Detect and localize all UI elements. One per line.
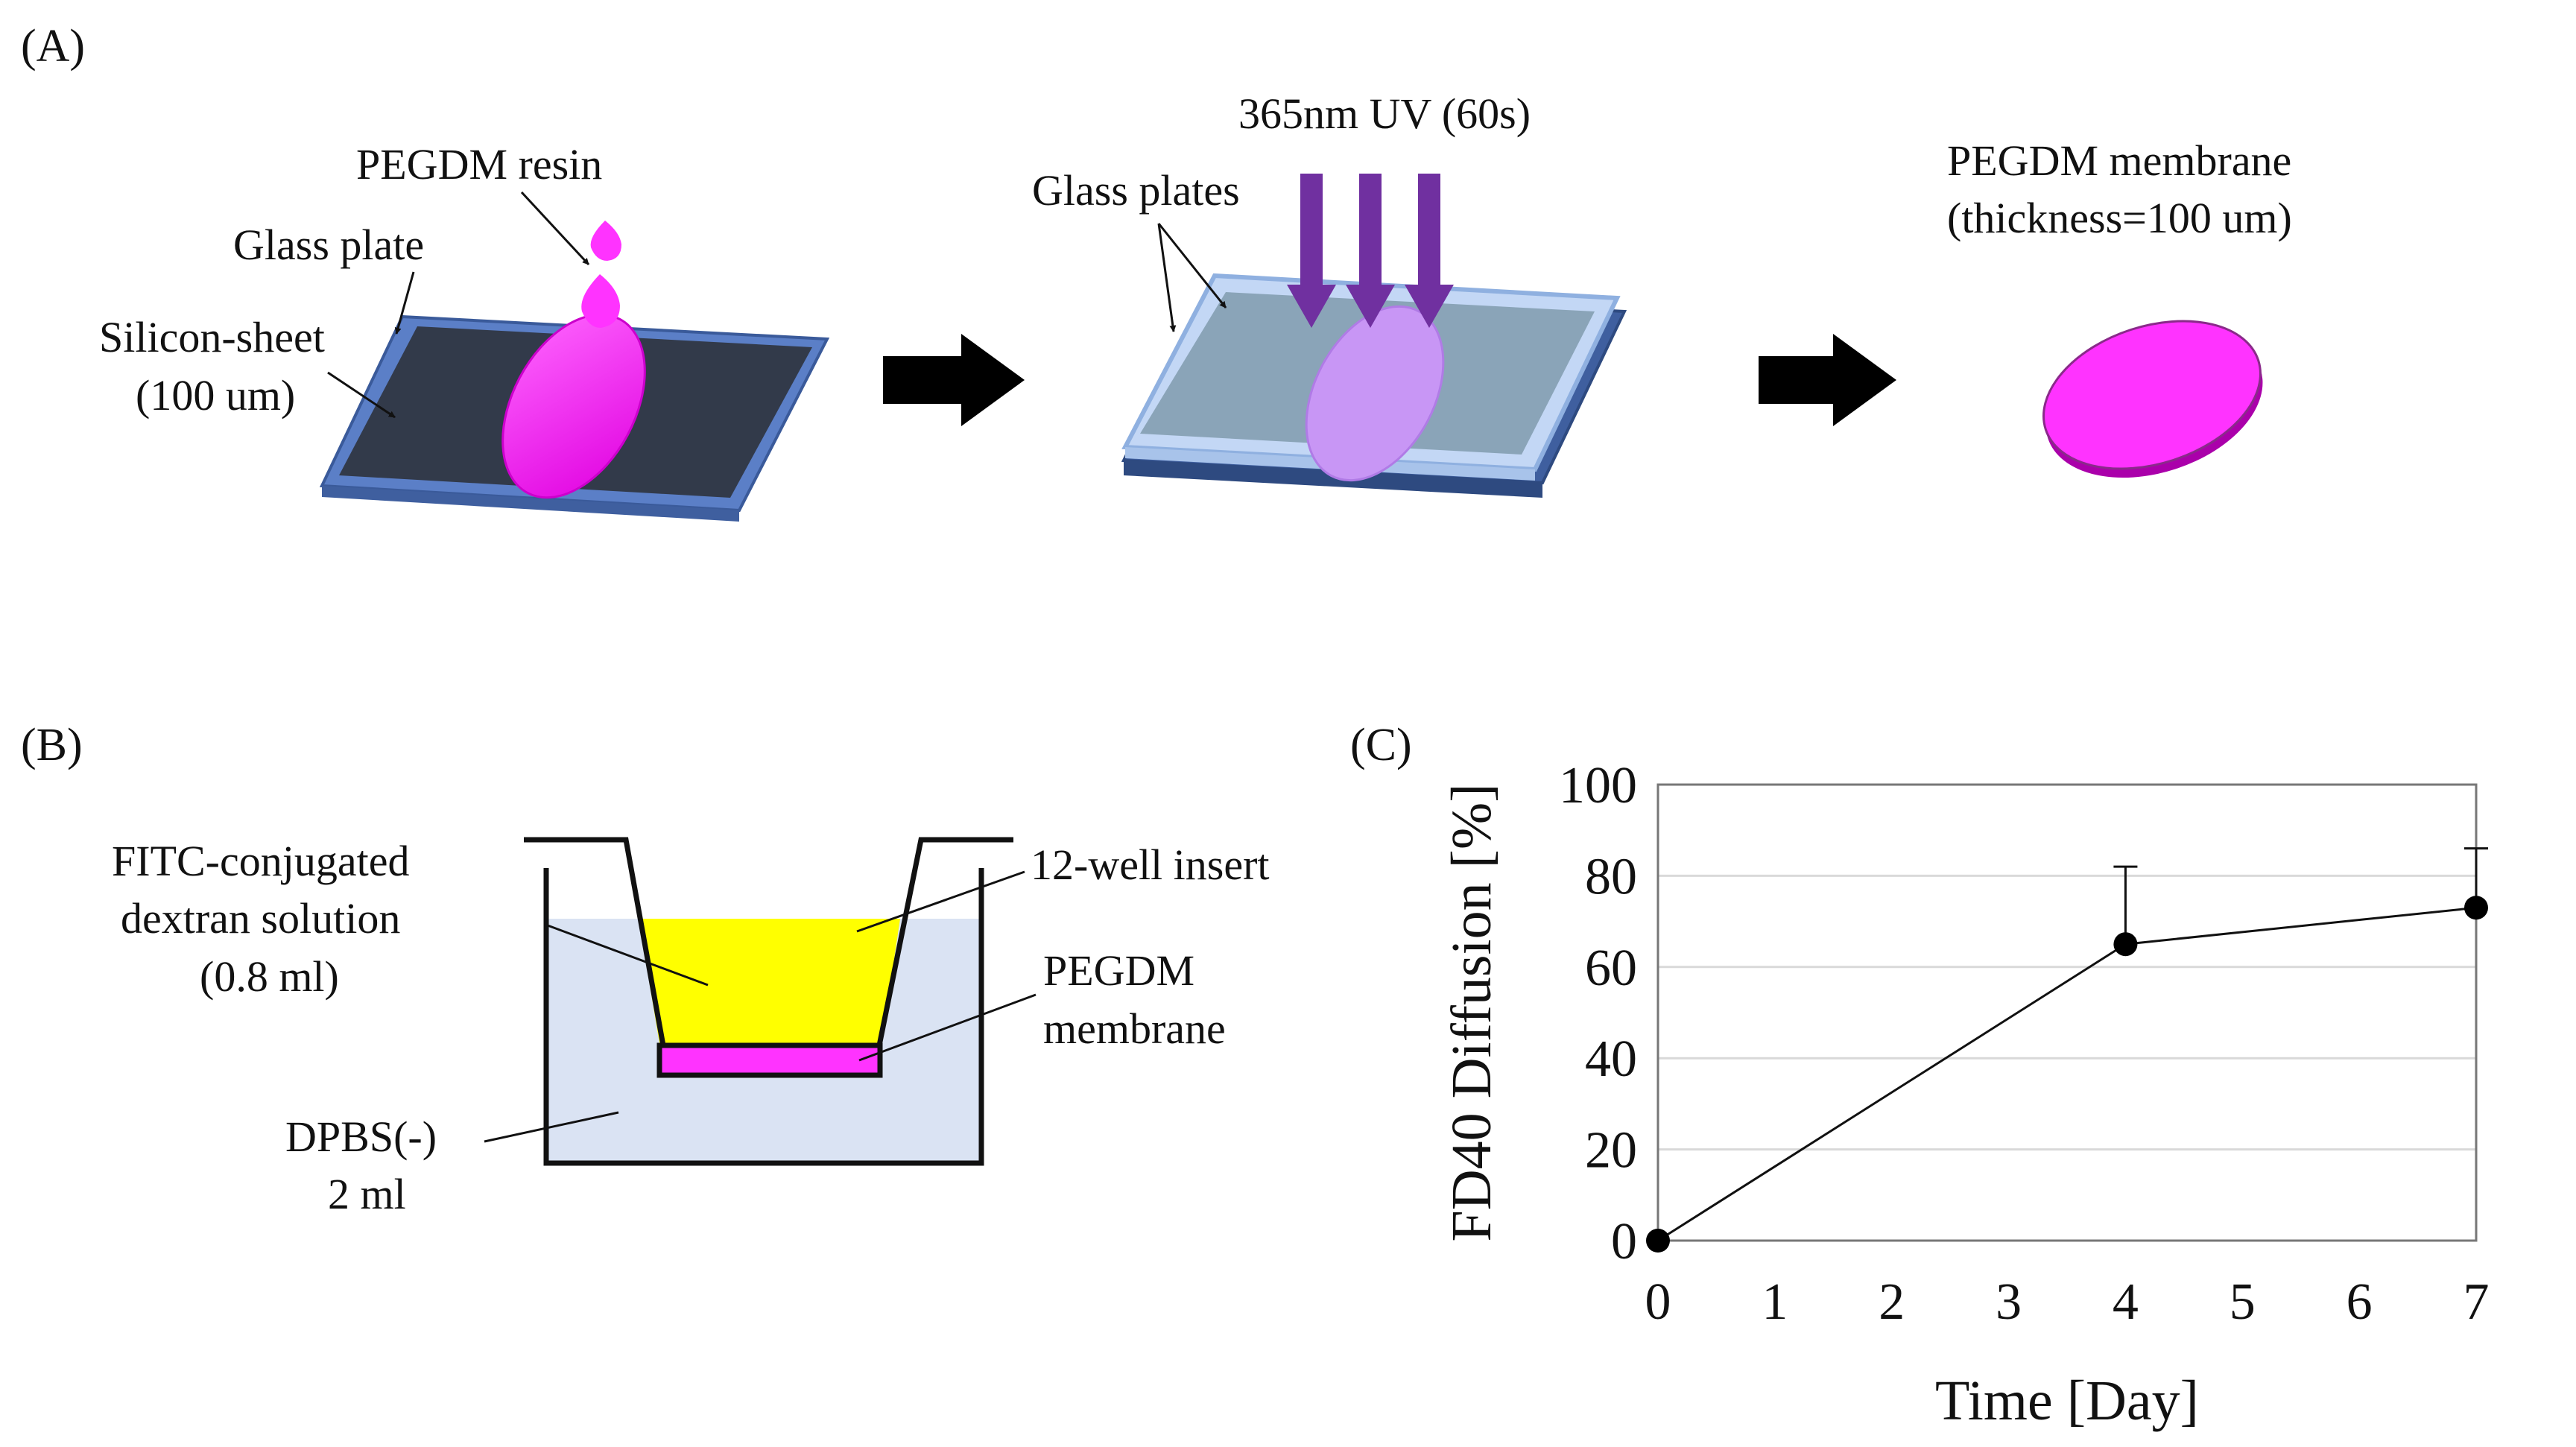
plot-area: [1656, 783, 2478, 1242]
step2-glass-assembly: [1121, 273, 1627, 498]
uv-arrows: [1287, 174, 1454, 328]
x-tick-label-5: 5: [2230, 1273, 2256, 1331]
x-tick-label-6: 6: [2346, 1273, 2373, 1331]
uv-arrow-2: [1346, 174, 1395, 328]
chart-ticks: 0 20 40 60 80 100 0 1 2 3 4 5 6 7: [1559, 757, 2490, 1331]
uv-label: 365nm UV (60s): [1238, 89, 1531, 138]
glass-plates-leader-2: [1157, 223, 1177, 332]
dpbs-leader: [484, 1111, 619, 1143]
x-tick-label-3: 3: [1996, 1273, 2022, 1331]
insert-right-wall: [876, 837, 1013, 1046]
membrane-label-1: PEGDM membrane: [1947, 136, 2291, 185]
x-tick-label-7: 7: [2463, 1273, 2490, 1331]
resin-drop-2: [581, 274, 620, 328]
x-tick-label-1: 1: [1762, 1273, 1788, 1331]
glass-leader: [394, 271, 415, 335]
panel-a-label: (A): [21, 21, 85, 72]
panel-b: (B) FITC-conjugated dextran solution (0.…: [21, 720, 1270, 1218]
glass-plate-side: [322, 486, 739, 522]
chart-grid: [1658, 874, 2476, 1151]
chart-series: [1646, 847, 2488, 1253]
y-tick-label-20: 20: [1585, 1122, 1637, 1180]
y-tick-label-40: 40: [1585, 1030, 1637, 1088]
glass-plates-leader-1: [1157, 223, 1227, 308]
y-tick-label-100: 100: [1559, 757, 1637, 814]
fitc-label-1: FITC-conjugated: [112, 837, 409, 885]
data-point-7: [2464, 896, 2488, 920]
silicon-label-2: (100 um): [136, 371, 295, 419]
membrane-bar: [656, 1042, 883, 1078]
uv-arrow-1: [1287, 174, 1336, 328]
membrane-b-label-1: PEGDM: [1043, 946, 1194, 995]
resin-under-uv: [1305, 305, 1445, 482]
y-tick-label-80: 80: [1585, 848, 1637, 905]
process-arrow-2: [1759, 334, 1896, 426]
fitc-label-3: (0.8 ml): [200, 952, 339, 1001]
fitc-fill: [639, 919, 900, 1043]
y-tick-label-60: 60: [1585, 940, 1637, 997]
series-line: [1657, 906, 2477, 1242]
resin-drop-1: [590, 221, 621, 261]
silicon-leader: [327, 371, 396, 419]
membrane-b-label-2: membrane: [1043, 1004, 1226, 1053]
insert-left-wall: [524, 837, 666, 1046]
resin-pool: [501, 313, 646, 499]
membrane-label-2: (thickness=100 um): [1947, 194, 2292, 242]
insert-label: 12-well insert: [1031, 840, 1270, 889]
x-tick-label-4: 4: [2113, 1273, 2139, 1331]
step1-glass-assembly: [319, 221, 830, 522]
x-tick-label-2: 2: [1879, 1273, 1905, 1331]
fitc-leader: [547, 924, 709, 987]
fitc-label-2: dextran solution: [121, 894, 400, 943]
uv-arrow-3: [1405, 174, 1454, 328]
bottom-glass-side: [1124, 460, 1542, 498]
membrane-face: [2042, 320, 2262, 470]
panel-b-label: (B): [21, 720, 83, 770]
data-point-0: [1646, 1229, 1670, 1253]
membrane-disc: [2042, 320, 2263, 478]
dpbs-label-1: DPBS(-): [285, 1112, 437, 1161]
process-arrow-1: [883, 334, 1025, 426]
y-axis-label: FD40 Diffusion [%]: [1440, 783, 1503, 1241]
y-tick-label-0: 0: [1611, 1213, 1637, 1270]
data-point-4: [2113, 932, 2138, 957]
membrane-leader: [858, 993, 1037, 1062]
panel-c-label: (C): [1350, 720, 1412, 770]
resin-label: PEGDM resin: [356, 140, 602, 189]
insert-leader: [856, 870, 1025, 933]
x-tick-label-0: 0: [1645, 1273, 1671, 1331]
dpbs-label-2: 2 ml: [328, 1170, 406, 1218]
x-axis-label: Time [Day]: [1935, 1370, 2199, 1432]
glass-plates-label: Glass plates: [1032, 166, 1240, 215]
panel-a: (A) PEGDM resin Glass plate Silicon-shee…: [21, 21, 2292, 522]
silicon-label-1: Silicon-sheet: [99, 313, 325, 361]
panel-c: (C) 0 20 40 60 80 100 0 1 2 3 4 5 6 7 Time [Day] FD40…: [1350, 720, 2490, 1432]
resin-leader: [520, 191, 590, 266]
glass-label: Glass plate: [233, 221, 424, 269]
